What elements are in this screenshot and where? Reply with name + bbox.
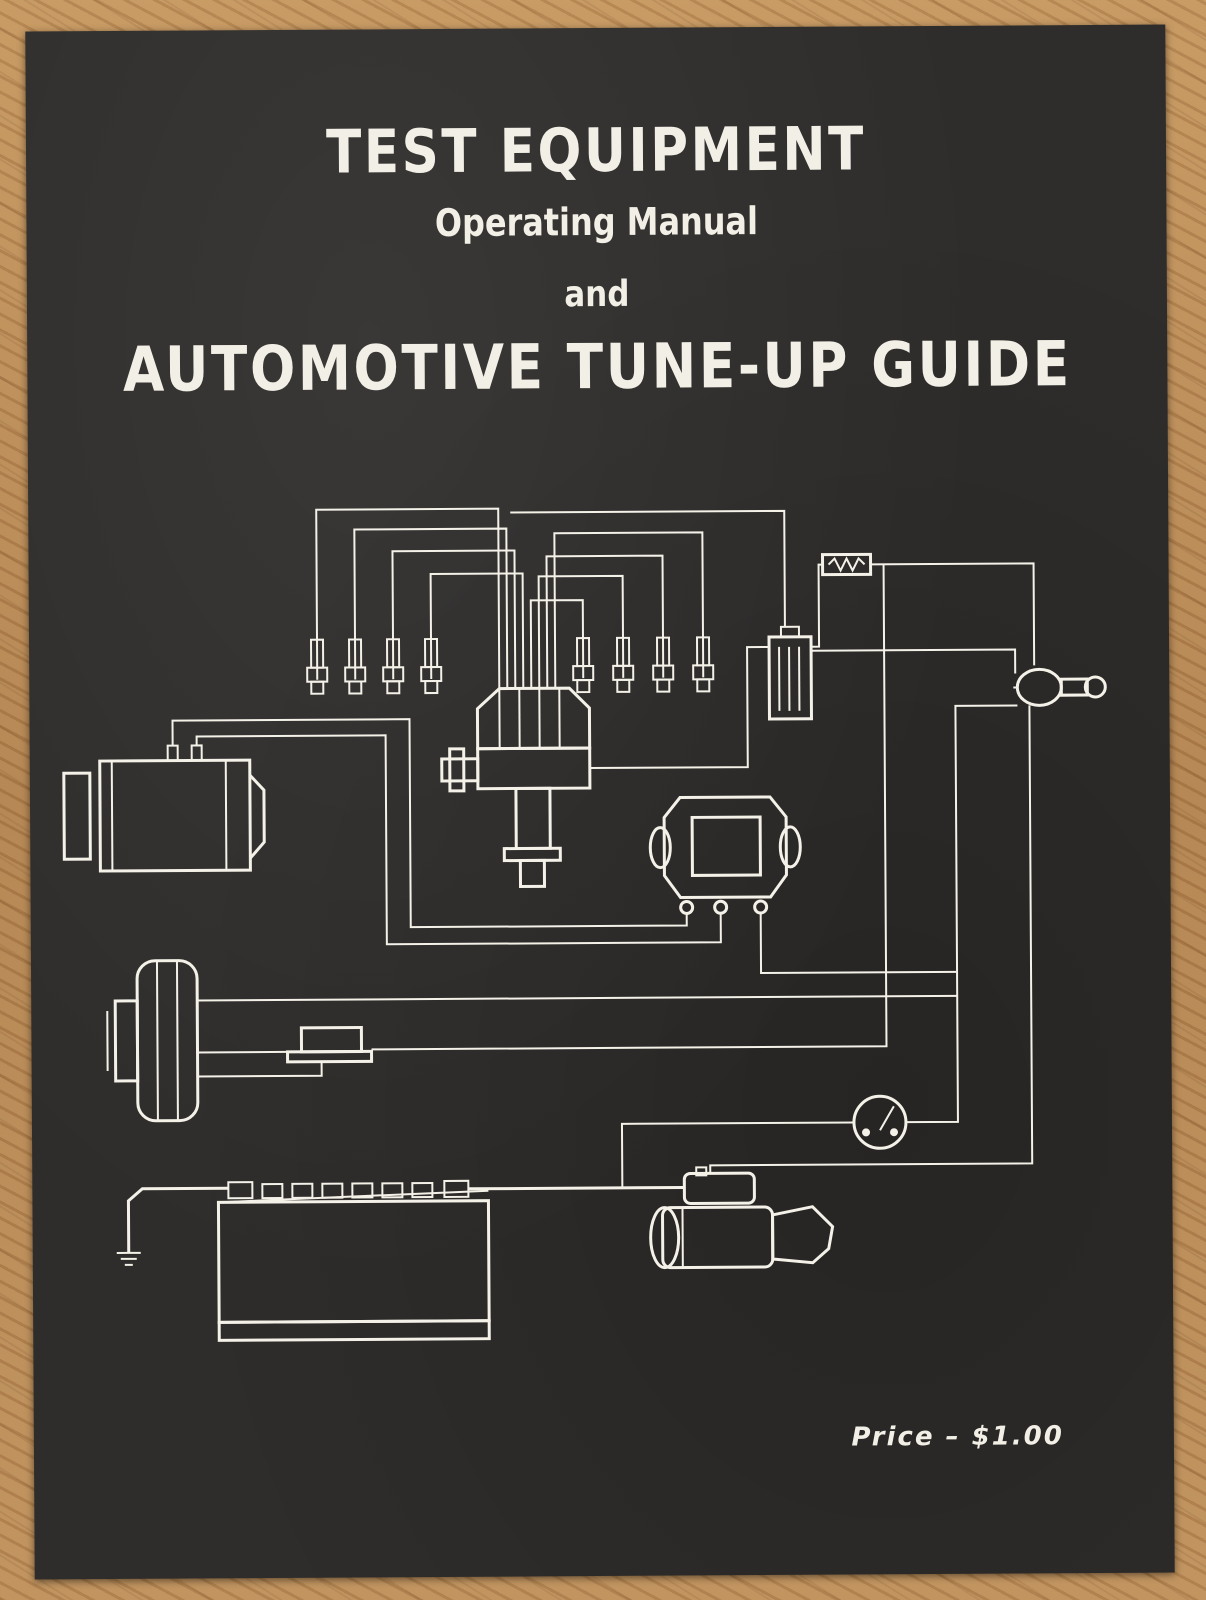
generator: [62, 744, 266, 873]
distributor: [440, 686, 592, 888]
battery: [216, 1179, 491, 1342]
voltage-regulator: [648, 795, 802, 915]
main-wiring: [171, 564, 1034, 1191]
cutout-relay: [286, 1025, 374, 1064]
plug-wires-left: [315, 507, 525, 689]
price-label: Price – $1.00: [851, 1421, 1064, 1453]
plug-wires-right: [510, 509, 786, 689]
starter-motor: [649, 1166, 835, 1270]
ballast-resistor: [811, 552, 1036, 666]
ammeter-gauge: [852, 1094, 908, 1150]
manual-cover: TEST EQUIPMENT Operating Manual and AUTO…: [25, 24, 1175, 1580]
ignition-coil: [767, 625, 814, 721]
cranking-motor: [106, 959, 200, 1123]
ignition-switch: [1013, 667, 1107, 707]
ground-strap: [116, 1186, 229, 1266]
spark-plugs: [306, 636, 715, 695]
wiring-diagram: [62, 507, 1107, 1342]
